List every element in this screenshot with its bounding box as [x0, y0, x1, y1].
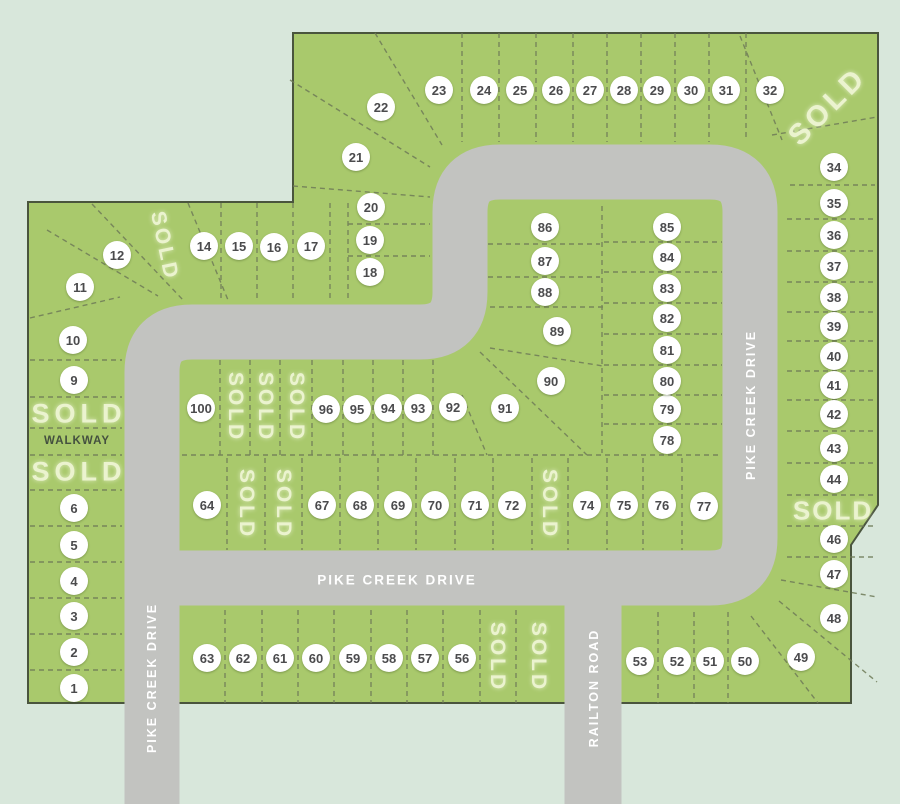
lot-marker-15[interactable]: 15 [225, 232, 253, 260]
lot-marker-92[interactable]: 92 [439, 393, 467, 421]
lot-marker-96[interactable]: 96 [312, 395, 340, 423]
lot-marker-68[interactable]: 68 [346, 491, 374, 519]
lot-marker-41[interactable]: 41 [820, 371, 848, 399]
lot-marker-4[interactable]: 4 [60, 567, 88, 595]
lot-marker-10[interactable]: 10 [59, 326, 87, 354]
lot-marker-9[interactable]: 9 [60, 366, 88, 394]
lot-marker-94[interactable]: 94 [374, 394, 402, 422]
lot-marker-78[interactable]: 78 [653, 426, 681, 454]
lot-marker-24[interactable]: 24 [470, 76, 498, 104]
lot-marker-46[interactable]: 46 [820, 525, 848, 553]
lot-marker-53[interactable]: 53 [626, 647, 654, 675]
lot-marker-32[interactable]: 32 [756, 76, 784, 104]
lot-marker-60[interactable]: 60 [302, 644, 330, 672]
lot-marker-42[interactable]: 42 [820, 400, 848, 428]
lot-marker-38[interactable]: 38 [820, 283, 848, 311]
lot-marker-61[interactable]: 61 [266, 644, 294, 672]
lot-marker-49[interactable]: 49 [787, 643, 815, 671]
lot-marker-11[interactable]: 11 [66, 273, 94, 301]
walkway-label: WALKWAY [44, 435, 110, 447]
lot-marker-25[interactable]: 25 [506, 76, 534, 104]
parcel-landmass [27, 32, 879, 704]
lot-marker-69[interactable]: 69 [384, 491, 412, 519]
lot-marker-81[interactable]: 81 [653, 336, 681, 364]
lot-marker-56[interactable]: 56 [448, 644, 476, 672]
lot-marker-21[interactable]: 21 [342, 143, 370, 171]
lot-marker-64[interactable]: 64 [193, 491, 221, 519]
lot-marker-50[interactable]: 50 [731, 647, 759, 675]
lot-marker-19[interactable]: 19 [356, 226, 384, 254]
lot-marker-40[interactable]: 40 [820, 342, 848, 370]
lot-marker-76[interactable]: 76 [648, 491, 676, 519]
lot-marker-59[interactable]: 59 [339, 644, 367, 672]
lot-marker-51[interactable]: 51 [696, 647, 724, 675]
lot-marker-63[interactable]: 63 [193, 644, 221, 672]
lot-marker-70[interactable]: 70 [421, 491, 449, 519]
lot-marker-72[interactable]: 72 [498, 491, 526, 519]
lot-marker-43[interactable]: 43 [820, 434, 848, 462]
lot-marker-23[interactable]: 23 [425, 76, 453, 104]
lot-marker-77[interactable]: 77 [690, 492, 718, 520]
lot-marker-89[interactable]: 89 [543, 317, 571, 345]
lot-marker-26[interactable]: 26 [542, 76, 570, 104]
lot-marker-93[interactable]: 93 [404, 394, 432, 422]
lot-marker-36[interactable]: 36 [820, 221, 848, 249]
lot-marker-34[interactable]: 34 [820, 153, 848, 181]
lot-marker-5[interactable]: 5 [60, 531, 88, 559]
lot-marker-91[interactable]: 91 [491, 394, 519, 422]
lot-marker-16[interactable]: 16 [260, 233, 288, 261]
lot-marker-80[interactable]: 80 [653, 367, 681, 395]
lot-marker-44[interactable]: 44 [820, 465, 848, 493]
lot-marker-47[interactable]: 47 [820, 560, 848, 588]
lot-marker-22[interactable]: 22 [367, 93, 395, 121]
lot-marker-6[interactable]: 6 [60, 494, 88, 522]
lot-marker-62[interactable]: 62 [229, 644, 257, 672]
lot-marker-75[interactable]: 75 [610, 491, 638, 519]
lot-marker-85[interactable]: 85 [653, 213, 681, 241]
lot-marker-48[interactable]: 48 [820, 604, 848, 632]
lot-marker-88[interactable]: 88 [531, 278, 559, 306]
lot-marker-35[interactable]: 35 [820, 189, 848, 217]
lot-marker-2[interactable]: 2 [60, 638, 88, 666]
lot-marker-82[interactable]: 82 [653, 304, 681, 332]
lot-marker-100[interactable]: 100 [187, 394, 215, 422]
lot-marker-20[interactable]: 20 [357, 193, 385, 221]
lot-marker-1[interactable]: 1 [60, 674, 88, 702]
lot-marker-90[interactable]: 90 [537, 367, 565, 395]
lot-marker-39[interactable]: 39 [820, 312, 848, 340]
lot-marker-74[interactable]: 74 [573, 491, 601, 519]
lot-marker-79[interactable]: 79 [653, 395, 681, 423]
lot-boundaries [29, 32, 878, 704]
lot-marker-30[interactable]: 30 [677, 76, 705, 104]
lot-marker-67[interactable]: 67 [308, 491, 336, 519]
lot-marker-87[interactable]: 87 [531, 247, 559, 275]
lot-marker-57[interactable]: 57 [411, 644, 439, 672]
lot-marker-37[interactable]: 37 [820, 252, 848, 280]
lot-marker-71[interactable]: 71 [461, 491, 489, 519]
lot-marker-84[interactable]: 84 [653, 243, 681, 271]
lot-marker-27[interactable]: 27 [576, 76, 604, 104]
lot-marker-86[interactable]: 86 [531, 213, 559, 241]
road-network [124, 144, 778, 804]
lot-marker-52[interactable]: 52 [663, 647, 691, 675]
lot-marker-58[interactable]: 58 [375, 644, 403, 672]
lot-marker-29[interactable]: 29 [643, 76, 671, 104]
lot-marker-12[interactable]: 12 [103, 241, 131, 269]
lot-marker-95[interactable]: 95 [343, 395, 371, 423]
lot-marker-3[interactable]: 3 [60, 602, 88, 630]
lot-marker-31[interactable]: 31 [712, 76, 740, 104]
lot-marker-83[interactable]: 83 [653, 274, 681, 302]
lot-marker-28[interactable]: 28 [610, 76, 638, 104]
lot-marker-17[interactable]: 17 [297, 232, 325, 260]
pike-creek-drive-surface [124, 144, 778, 804]
lot-marker-18[interactable]: 18 [356, 258, 384, 286]
lot-marker-14[interactable]: 14 [190, 232, 218, 260]
